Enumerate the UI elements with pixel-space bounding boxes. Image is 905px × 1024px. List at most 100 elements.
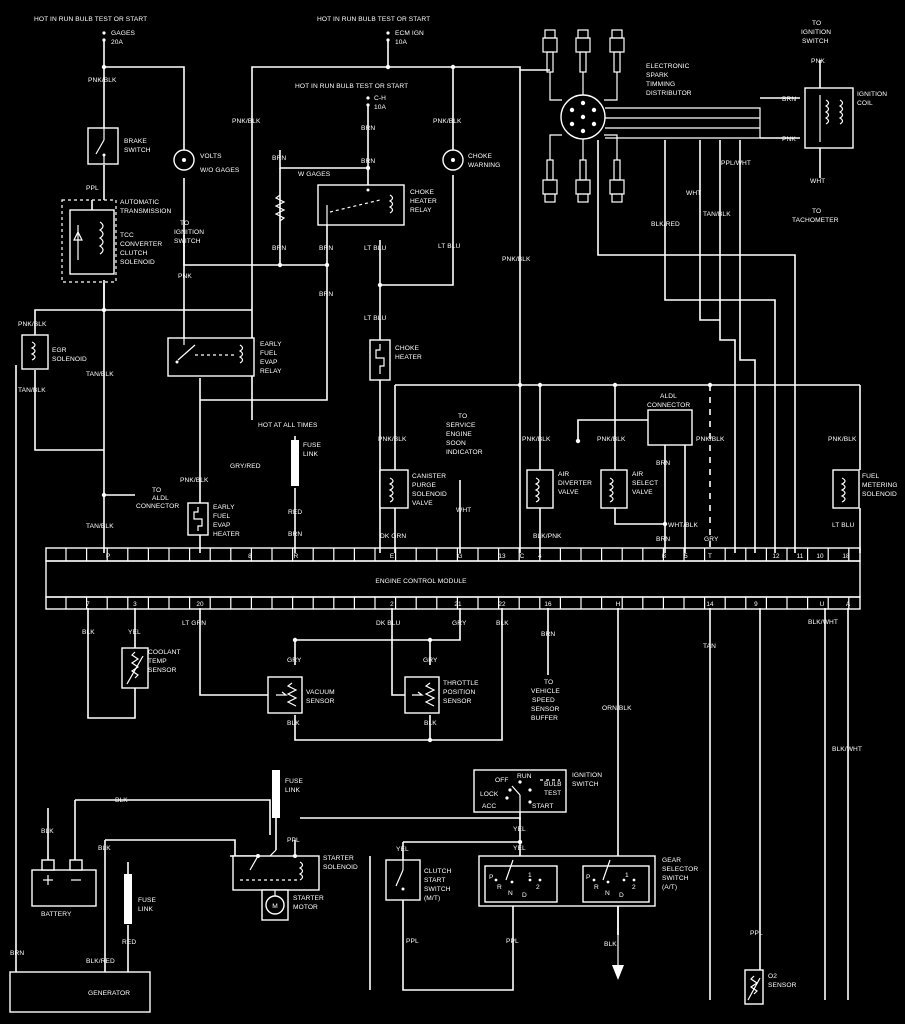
choke-warning-label-2: WARNING — [468, 162, 500, 169]
aldl-label-2: CONNECTOR — [647, 402, 690, 409]
clutch-label-2: START — [424, 877, 446, 884]
wire-tan: TAN — [703, 643, 716, 650]
tcc-label-2: CONVERTER — [120, 241, 162, 248]
gear-r-b: R — [594, 884, 599, 891]
to-tach-2: TACHOMETER — [792, 217, 839, 224]
fuse-link-b-label-2: LINK — [285, 787, 301, 794]
aldl-label-1: ALDL — [660, 393, 677, 400]
distributor-label-4: DISTRIBUTOR — [646, 90, 692, 97]
ignition-coil — [804, 87, 854, 149]
choke-relay-label-1: CHOKE — [410, 189, 434, 196]
wire-pplwht: PPL/WHT — [721, 160, 751, 167]
wire-brn-e: BRN — [319, 245, 333, 252]
ses-label-3: ENGINE — [446, 431, 472, 438]
wire-pnkblk-3: PNK/BLK — [433, 118, 462, 125]
starter-motor — [261, 889, 289, 921]
hot-all-times: HOT AT ALL TIMES — [258, 422, 318, 429]
wire-tanblk-2: TAN/BLK — [18, 387, 46, 394]
ign-switch-label-1: IGNITION — [572, 772, 602, 779]
ecm-fuse-amp: 10A — [395, 39, 408, 46]
to-aldl-3: CONNECTOR — [136, 503, 179, 510]
egr-label-1: EGR — [52, 347, 67, 354]
wire-pnk-3: PNK — [782, 136, 796, 143]
starter-sol-label-2: SOLENOID — [323, 864, 358, 871]
wire-yel-b: YEL — [513, 826, 526, 833]
fuse-link-a-label-1: FUSE — [303, 442, 321, 449]
coolant-label-2: TEMP — [148, 658, 167, 665]
fuel-meter-label-3: SOLENOID — [862, 491, 897, 498]
ign-pos-acc: ACC — [482, 803, 496, 810]
ecm-pin-3: 3 — [133, 601, 137, 608]
ign-pos-lock: LOCK — [480, 791, 499, 798]
wire-tanblk-4: TAN/BLK — [703, 211, 731, 218]
gear-1-a: 1 — [528, 872, 532, 879]
coolant-temp-sensor — [121, 647, 149, 689]
ecm-pin-18: 18 — [842, 553, 850, 560]
choke-heater-relay — [317, 184, 405, 226]
to-ign-left-2: IGNITION — [174, 229, 204, 236]
efe-heater-label-1: EARLY — [213, 504, 235, 511]
efe-relay-label-3: EVAP — [260, 359, 278, 366]
gear-sel-label-1: GEAR — [662, 857, 681, 864]
ch-fuse-label: C-H — [374, 95, 386, 102]
ecm-pin-T: T — [708, 553, 712, 560]
wire-gry-b: GRY — [452, 620, 467, 627]
ecm-fuse-label: ECM IGN — [395, 30, 424, 37]
tcc-label-1: TCC — [120, 232, 134, 239]
wire-blkpnk: BLK/PNK — [533, 533, 562, 540]
coolant-label-3: SENSOR — [148, 667, 177, 674]
vss-label-5: BUFFER — [531, 715, 558, 722]
wire-blkwht-a: BLK/WHT — [808, 619, 838, 626]
to-ign-left-3: SWITCH — [174, 238, 201, 245]
efe-relay-label-1: EARLY — [260, 341, 282, 348]
gear-n-b: N — [605, 890, 610, 897]
vss-label-2: VEHICLE — [531, 688, 560, 695]
vss-label-1: TO — [544, 679, 553, 686]
brake-switch-label-1: BRAKE — [124, 138, 147, 145]
wire-gry-a: GRY — [704, 536, 719, 543]
volts-gauge — [173, 149, 195, 171]
canister-label-3: SOLENOID — [412, 491, 447, 498]
canister-label-2: PURGE — [412, 482, 436, 489]
fuel-meter-label-1: FUEL — [862, 473, 879, 480]
air-select — [600, 469, 628, 509]
wire-blk-d: BLK — [424, 720, 437, 727]
ecm-pin-H: H — [616, 601, 621, 608]
gear-sel-label-2: SELECTOR — [662, 866, 698, 873]
ecm-pin-12: 12 — [772, 553, 780, 560]
fuse-link-b — [272, 770, 280, 818]
wire-ltblu-c: LT BLU — [364, 315, 386, 322]
ch-fuse-amp: 10A — [374, 104, 387, 111]
wire-brn-d: BRN — [361, 158, 375, 165]
clutch-label-1: CLUTCH — [424, 868, 451, 875]
clutch-start-switch — [385, 859, 421, 901]
efe-relay-label-2: FUEL — [260, 350, 277, 357]
ecm-pin-11: 11 — [797, 553, 804, 560]
canister-purge — [379, 469, 409, 509]
wire-wht-a: WHT — [810, 178, 825, 185]
vacuum-label-2: SENSOR — [306, 698, 335, 705]
fuse-link-a — [291, 440, 299, 486]
wire-brn-k: BRN — [541, 631, 555, 638]
wire-ppl-2: PPL — [287, 837, 300, 844]
gear-selector-switch — [478, 855, 656, 907]
wire-ltgrn: LT GRN — [182, 620, 206, 627]
o2-sensor — [744, 969, 764, 1005]
efe-heater-label-3: EVAP — [213, 522, 231, 529]
wire-blk-b: BLK — [496, 620, 509, 627]
distributor-label-3: TIMMING — [646, 81, 675, 88]
generator-label: GENERATOR — [88, 990, 130, 997]
gear-sel-label-3: SWITCH — [662, 875, 689, 882]
ecm-module — [45, 547, 861, 610]
spark-plugs-distributor — [542, 29, 761, 203]
wire-brn-a: BRN — [272, 155, 286, 162]
ecm-pin-7: 7 — [86, 601, 90, 608]
wire-blkred-b: BLK/RED — [86, 958, 115, 965]
power-label-left: HOT IN RUN BULB TEST OR START — [34, 16, 147, 23]
wire-ltblu-b: LT BLU — [438, 243, 460, 250]
o2-label-1: O2 — [768, 973, 777, 980]
wire-tanblk-1: TAN/BLK — [86, 371, 114, 378]
ses-label-2: SERVICE — [446, 422, 476, 429]
